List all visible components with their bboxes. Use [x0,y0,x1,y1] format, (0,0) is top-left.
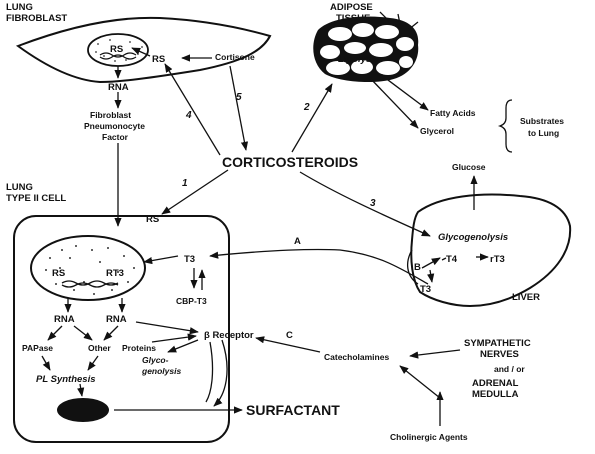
type2-dna-strand [61,280,119,286]
adipose-title-line1: ADIPOSE [330,2,373,13]
pathway-a: A [294,236,301,247]
cell-rs: RS [146,214,159,225]
lung-fibroblast-title-line1: LUNG [6,2,33,13]
surfactant-label: SURFACTANT [246,402,340,418]
and-or-label: and / or [494,364,525,374]
pl-synthesis-label: PL Synthesis [36,374,96,385]
glycogenolysis-cell-line1: Glyco- [142,355,169,365]
liver-glycogenolysis: Glycogenolysis [438,232,508,243]
lamellar-body [57,398,109,422]
other-proteins-line1: Other [88,343,111,353]
liver-label: LIVER [512,292,540,303]
type2-cell-nucleus [30,235,146,301]
cortisone-label: Cortisone [215,52,255,62]
pathway-c: C [286,330,293,341]
pathway-1: 1 [182,178,188,189]
rna-right: RNA [106,314,127,325]
type2-title-line1: LUNG [6,182,33,193]
fpf-line3: Factor [102,132,129,142]
liver-organ [410,193,572,308]
cholinergic-label: Cholinergic Agents [390,432,468,442]
corticosteroids-label: CORTICOSTEROIDS [222,154,358,170]
adrenal-line1: ADRENAL [472,378,519,389]
glycerol-label: Glycerol [420,126,454,136]
type2-dna-strand-2 [61,282,119,288]
glycogenolysis-cell-line2: genolysis [141,366,181,376]
sympathetic-line1: SYMPATHETIC [464,338,531,349]
fibroblast-dna-strand-2 [99,54,137,60]
fatty-acids-label: Fatty Acids [430,108,476,118]
catecholamines-label: Catecholamines [324,352,389,362]
lipolysis-label: Lipolysis [338,54,379,65]
substrates-line2: to Lung [528,128,559,138]
papase-label: PAPase [22,343,53,353]
adipose-hatching [379,11,419,31]
type2-nucleus-stipple [45,245,135,295]
pathway-5: 5 [236,92,242,103]
fpf-line1: Fibroblast [90,110,131,120]
fibroblast-rs: RS [152,54,165,65]
fibroblast-nucleus-rs: RS [110,44,123,55]
glucose-label: Glucose [452,162,486,172]
nucleus-rs: RS [52,268,65,279]
rna-left: RNA [54,314,75,325]
sympathetic-line2: NERVES [480,349,519,360]
fibroblast-rna: RNA [108,82,129,93]
adipose-tissue-cluster [313,16,419,82]
adrenal-line2: MEDULLA [472,389,519,400]
liver-rt3: rT3 [490,254,505,265]
nucleus-rt3: RT3 [106,268,124,279]
type2-title-line2: TYPE II CELL [6,193,66,204]
fpf-line2: Pneumonocyte [84,121,145,131]
liver-t3: T3 [420,284,431,295]
pathway-3: 3 [370,198,376,209]
cbp-t3-label: CBP-T3 [176,296,207,306]
cell-t3: T3 [184,254,195,265]
pathway-2: 2 [303,102,310,113]
liver-b: B [414,262,421,273]
fibroblast-dna-strand [99,52,137,58]
connectors [41,47,513,426]
lung-fibroblast-title-line2: FIBROBLAST [6,13,67,24]
pathway-4: 4 [185,110,192,121]
other-proteins-line2: Proteins [122,343,156,353]
liver-lobe-line [407,249,419,285]
substrates-line1: Substrates [520,116,564,126]
liver-t4: T4 [446,254,458,265]
beta-receptor-label: β Receptor [204,330,254,341]
adipose-title-line2: TISSUE [336,13,370,24]
